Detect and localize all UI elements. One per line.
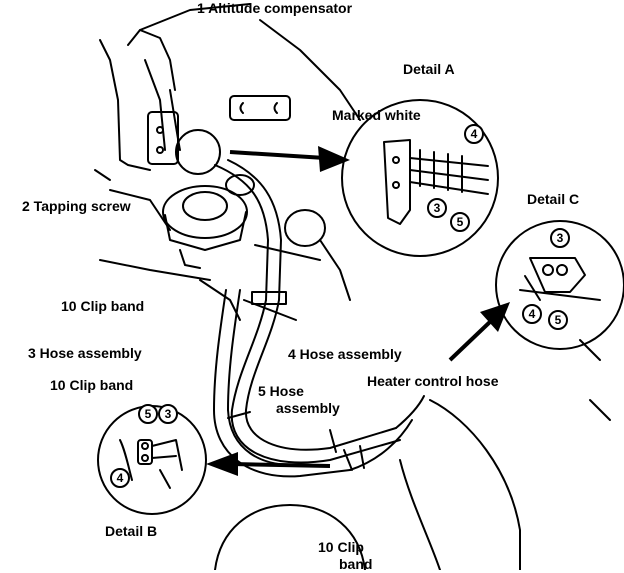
detail-b-callout-4: 4 [110, 468, 130, 488]
label-hose-assembly-5-line1: 5 Hose [258, 383, 304, 399]
label-clip-band-lower-line2: band [339, 556, 373, 572]
label-altitude-compensator: 1 Altitude compensator [197, 0, 353, 16]
arrow-to-detail-c [448, 302, 510, 362]
svg-text:4: 4 [529, 307, 536, 321]
label-tapping-screw: 2 Tapping screw [22, 198, 131, 214]
detail-a-callout-5: 5 [450, 212, 470, 232]
detail-c-callout-5: 5 [548, 310, 568, 330]
detail-b-callout-3: 3 [158, 404, 178, 424]
svg-text:3: 3 [165, 407, 172, 421]
label-hose-assembly-5-line2: assembly [276, 400, 340, 416]
engine-body-drawing [94, 3, 361, 321]
label-heater-control-hose: Heater control hose [367, 373, 499, 389]
label-clip-band-upper: 10 Clip band [61, 298, 145, 314]
arrow-to-detail-b [206, 452, 331, 476]
label-hose-assembly-3: 3 Hose assembly [28, 345, 142, 361]
detail-c-callout-4: 4 [522, 304, 542, 324]
wheel-drawing [214, 339, 611, 570]
detail-a-magnifier [175, 99, 499, 257]
label-detail-c: Detail C [527, 191, 580, 207]
carburetor-drawing [162, 174, 326, 269]
arrow-to-detail-a [229, 146, 350, 172]
label-detail-b: Detail B [105, 523, 158, 539]
label-clip-band-lower-line1: 10 Clip [318, 539, 364, 555]
svg-text:3: 3 [434, 201, 441, 215]
detail-c-magnifier [495, 220, 624, 350]
label-hose-assembly-4: 4 Hose assembly [288, 346, 402, 362]
detail-c-callout-3: 3 [550, 228, 570, 248]
label-marked-white: Marked white [332, 107, 421, 123]
detail-a-callout-3: 3 [427, 198, 447, 218]
svg-text:4: 4 [471, 127, 478, 141]
svg-text:5: 5 [555, 313, 562, 327]
svg-text:5: 5 [145, 407, 152, 421]
detail-b-callout-5: 5 [138, 404, 158, 424]
svg-text:3: 3 [557, 231, 564, 245]
svg-text:5: 5 [457, 215, 464, 229]
detail-a-callout-4: 4 [464, 124, 484, 144]
label-detail-a: Detail A [403, 61, 455, 77]
svg-text:4: 4 [117, 471, 124, 485]
altitude-compensator-drawing [147, 95, 291, 165]
label-clip-band-middle: 10 Clip band [50, 377, 134, 393]
